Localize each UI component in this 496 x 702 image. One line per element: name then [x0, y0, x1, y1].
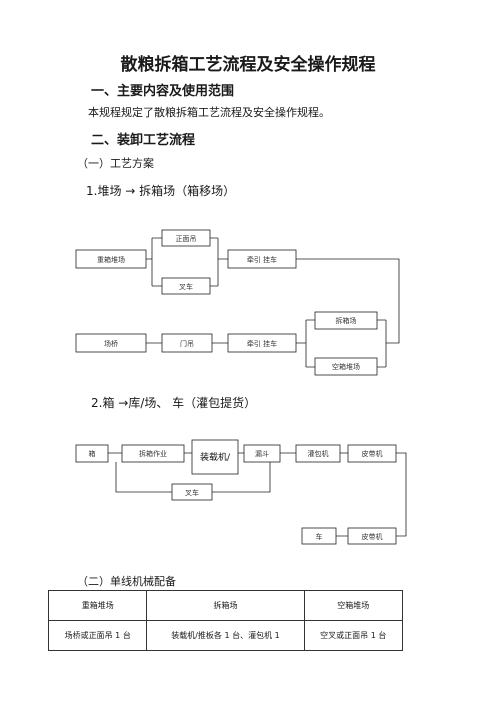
- box-forklift-2-label: 叉车: [185, 488, 199, 497]
- box-heavy-stack-label: 重箱堆场: [97, 255, 125, 264]
- box-empty-label: 空箱堆场: [332, 362, 360, 371]
- section-1-heading: 一、主要内容及使用范围: [91, 84, 235, 99]
- box-conveyor-label: 皮带机: [362, 449, 383, 458]
- table-row: 场桥或正面吊 1 台 装载机/推板各 1 台、灌包机 1 空叉或正面吊 1 台: [47, 620, 403, 651]
- flow-diagram-1: 重箱堆场 正面吊 叉车 牵引 挂车 场桥 门吊 牵引 挂车 拆箱场 空箱堆场: [75, 229, 400, 376]
- flow-1-title: 1.堆场 → 拆箱场（箱移场）: [86, 184, 236, 198]
- box-conveyor: [347, 444, 397, 463]
- box-loader: [191, 439, 239, 475]
- box-forklift-label: 叉车: [179, 282, 193, 291]
- table-header-cell: 拆箱场: [146, 590, 305, 621]
- box-tractor-trailer-2-label: 牵引 挂车: [247, 339, 277, 348]
- box-container: [75, 444, 109, 463]
- table-header-row: 重箱堆场 拆箱场 空箱堆场: [47, 590, 403, 621]
- box-loader-label: 装载机/: [200, 451, 231, 463]
- section-1-body: 本规程规定了散粮拆箱工艺流程及安全操作规程。: [88, 106, 330, 119]
- table-cell: 装载机/推板各 1 台、灌包机 1: [146, 620, 305, 651]
- box-unpack: [121, 444, 185, 463]
- box-bagger: [295, 444, 341, 463]
- box-conveyor-2-label: 皮带机: [362, 532, 383, 541]
- flow-2-title: 2.箱 →库/场、 车（灌包提货）: [91, 396, 257, 410]
- box-front-crane-label: 正面吊: [176, 235, 197, 243]
- box-tractor-trailer-label: 牵引 挂车: [247, 255, 277, 264]
- table-cell: 空叉或正面吊 1 台: [303, 620, 403, 651]
- table-header-cell: 重箱堆场: [47, 590, 148, 621]
- box-unpack-yard-label: 拆箱场: [336, 316, 357, 325]
- box-hopper-label: 漏斗: [255, 449, 269, 458]
- box-yard-truck-label: 场桥: [104, 339, 118, 348]
- box-hopper: [243, 444, 281, 463]
- flow-diagram-2: 箱 拆箱作业 装载机/ 漏斗 灌包机 皮带机 叉车 车 皮带机: [75, 439, 407, 545]
- box-container-label: 箱: [89, 449, 96, 458]
- machinery-table: 重箱堆场 拆箱场 空箱堆场 场桥或正面吊 1 台 装载机/推板各 1 台、灌包机…: [47, 590, 403, 651]
- table-header-cell: 空箱堆场: [303, 590, 403, 621]
- subsection-2-heading: （二）单线机械配备: [77, 575, 176, 588]
- box-unpack-label: 拆箱作业: [139, 449, 167, 458]
- subsection-1-heading: （一）工艺方案: [77, 157, 154, 170]
- box-empty: [314, 357, 378, 376]
- page-title: 散粮拆箱工艺流程及安全操作规程: [120, 55, 376, 75]
- box-bagger-label: 灌包机: [308, 449, 329, 458]
- table-cell: 场桥或正面吊 1 台: [47, 620, 148, 651]
- section-2-heading: 二、装卸工艺流程: [91, 133, 196, 148]
- box-truck-label: 车: [316, 532, 323, 541]
- box-unpack-yard: [314, 311, 378, 330]
- box-gantry-label: 门吊: [180, 339, 194, 348]
